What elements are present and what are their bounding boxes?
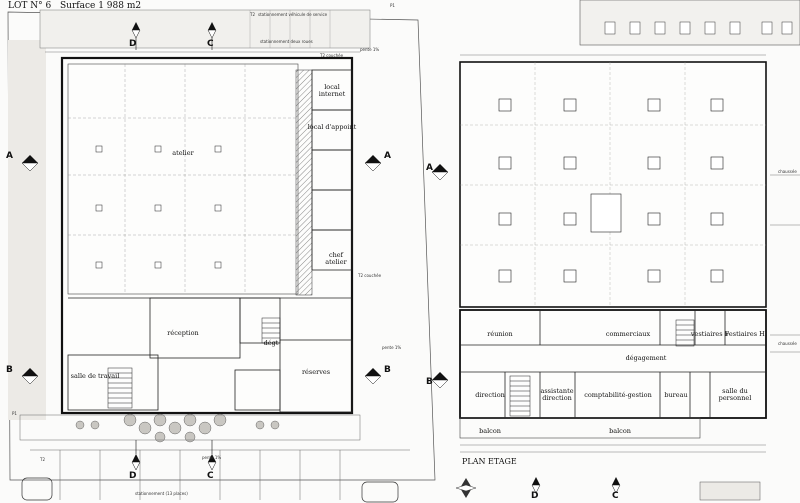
section-b-left: B	[6, 365, 13, 375]
section-d-top: D	[129, 39, 137, 49]
p1-label-top: P1	[390, 3, 395, 8]
section-lines-left-plan	[135, 38, 213, 454]
room-commerciaux: commerciaux	[605, 330, 651, 338]
columns-ground	[95, 145, 222, 269]
t2-label-top: T2 couchée	[320, 53, 344, 58]
slope-label-right: pente 1%	[382, 345, 402, 350]
section-arrows-left-plan	[21, 22, 382, 471]
room-direction: direction	[475, 391, 505, 399]
section-b-upper: B	[426, 377, 433, 387]
t2-label-top-marker: T2	[250, 12, 255, 17]
room-assistante-direction: assistante direction	[540, 387, 574, 402]
upper-office-floor	[459, 309, 767, 419]
section-c-top: C	[207, 39, 214, 49]
section-d-bottom: D	[129, 471, 137, 481]
parking-bottom	[30, 449, 410, 500]
room-local-internet: local internet	[318, 83, 346, 98]
room-reception: réception	[167, 329, 199, 337]
service-parking-area	[39, 9, 371, 49]
room-degagement: dégagement	[625, 354, 667, 362]
room-vestiaires-h: vestiaires H	[725, 330, 765, 338]
section-a-left: A	[6, 151, 13, 161]
access-strip	[19, 414, 361, 441]
section-a-upper: A	[426, 163, 433, 173]
upper-stair	[509, 319, 695, 417]
room-vestiaires-f: vestiaires F	[690, 330, 730, 338]
room-reunion: réunion	[487, 330, 513, 338]
room-chef-atelier: chef atelier	[325, 251, 347, 266]
section-c-upper: C	[612, 491, 619, 501]
t2-label-right: T2 couchée	[358, 273, 382, 278]
stair-ground	[107, 367, 133, 409]
room-degt: dégt	[263, 339, 279, 347]
structural-grid-ground	[68, 64, 298, 294]
upper-office-rooms	[460, 310, 766, 418]
section-arrows-right-plan	[431, 164, 621, 494]
room-local-appoint: local d'appoint	[307, 123, 357, 131]
section-b-right: B	[384, 365, 391, 375]
two-wheel-parking-label: stationnement deux roues	[260, 39, 313, 44]
parking-13-label: stationnement (13 places)	[135, 491, 188, 496]
landscape-planters	[75, 413, 280, 443]
service-parking-label: stationnement véhicule de service	[258, 12, 328, 17]
room-salle-personnel: salle du personnel	[718, 387, 752, 402]
parking-stripes-top	[249, 10, 331, 48]
section-d-upper: D	[531, 491, 539, 501]
roof-skylights	[498, 98, 724, 283]
plan-etage-title: PLAN ETAGE	[462, 457, 517, 466]
room-bureau: bureau	[664, 391, 688, 399]
chaussee-label-2: chaussée	[778, 341, 797, 346]
balcony-outline	[459, 417, 701, 439]
section-c-bottom: C	[207, 471, 214, 481]
lot-number: LOT N° 6	[8, 1, 52, 11]
green-strip-left	[8, 40, 46, 420]
room-reserves: réserves	[301, 368, 331, 376]
elevation-windows	[604, 21, 793, 35]
p1-label-left: P1	[12, 411, 17, 416]
north-arrow	[455, 478, 477, 498]
dimension-lines	[45, 51, 766, 453]
room-atelier: atelier	[172, 149, 194, 157]
slope-label-top: pente 1%	[360, 47, 380, 52]
room-balcon-2: balcon	[609, 427, 631, 435]
chaussee-label-1: chaussée	[778, 169, 797, 174]
roof-grid	[460, 62, 766, 307]
slope-label-bottom: pente 1%	[202, 455, 222, 460]
roadway-lines	[770, 174, 800, 353]
room-comptabilite: comptabilité-gestion	[584, 391, 652, 399]
hatched-wall	[295, 69, 313, 296]
room-salle-travail: salle de travail	[70, 372, 120, 380]
t2-label-left: T2	[40, 457, 45, 462]
stair-ground-2	[261, 317, 281, 344]
room-balcon-1: balcon	[479, 427, 501, 435]
right-rooms-ground	[311, 69, 353, 271]
car-drawings	[21, 477, 399, 503]
bottom-right-stub	[699, 481, 761, 501]
surface-label: Surface 1 988 m2	[60, 1, 142, 11]
section-a-right: A	[384, 151, 391, 161]
